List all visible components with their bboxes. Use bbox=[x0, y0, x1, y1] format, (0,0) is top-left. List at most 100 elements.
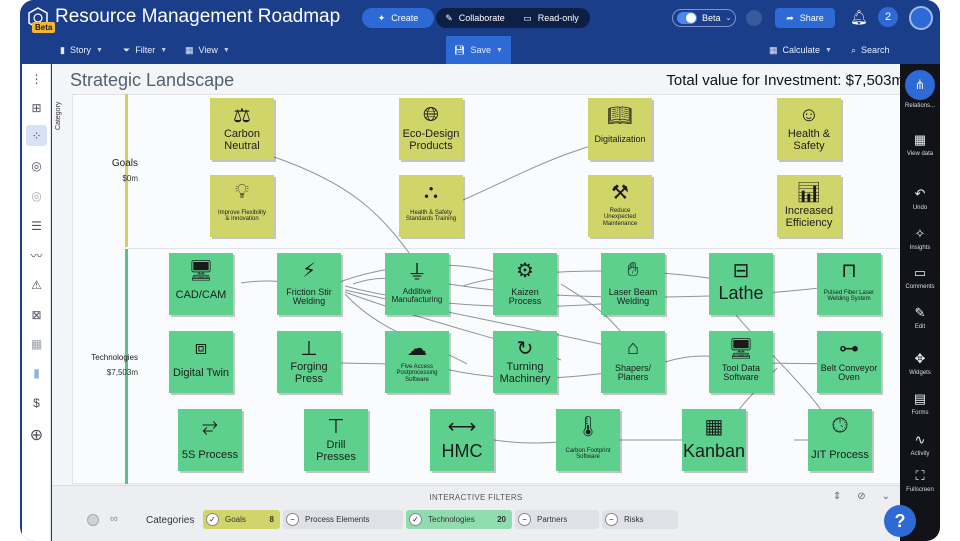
chip-label: Goals bbox=[225, 515, 246, 524]
search-button[interactable]: ⌕ Search bbox=[851, 36, 890, 64]
gantt-icon[interactable]: ☰ bbox=[31, 218, 42, 233]
card-label: Health & Safety bbox=[787, 128, 831, 152]
help-button[interactable]: ? bbox=[884, 505, 916, 537]
collaborate-button[interactable]: ✎ Collaborate bbox=[438, 8, 512, 28]
filter-chip-partners[interactable]: − Partners bbox=[515, 510, 599, 529]
fullscreen-icon: ⛶ bbox=[915, 468, 925, 483]
chip-label: Process Elements bbox=[305, 515, 370, 524]
goal-card-health-safety[interactable]: ☺ Health & Safety bbox=[777, 98, 841, 160]
share-button[interactable]: ➦ Share bbox=[775, 8, 835, 28]
technologies-lane-value: $7,503m bbox=[106, 368, 138, 377]
beta-toggle[interactable]: Beta ⌄ bbox=[672, 9, 736, 27]
collapse-icon[interactable]: ⇕ bbox=[832, 491, 842, 502]
goal-card-increased-efficiency[interactable]: 📊︎ Increased Efficiency bbox=[777, 175, 841, 237]
card-label: Forging Press bbox=[290, 361, 328, 385]
calculate-button[interactable]: ▦ Calculate ▼ bbox=[769, 36, 832, 64]
story-button[interactable]: ▮ Story ▼ bbox=[60, 36, 103, 64]
tech-card-turning-machinery[interactable]: ↻ Turning Machinery bbox=[493, 331, 557, 393]
view-button[interactable]: ▦ View ▼ bbox=[185, 36, 230, 64]
filter-chip-technologies[interactable]: ✓ Technologies 20 bbox=[406, 510, 512, 529]
insights-label: Insights bbox=[909, 245, 931, 251]
more-menu-icon[interactable]: ⋮ bbox=[30, 71, 43, 86]
filter-chip-risks[interactable]: − Risks bbox=[602, 510, 678, 529]
tech-card-hmc[interactable]: ⟷ HMC bbox=[430, 409, 494, 471]
tech-card-pulsed-fiber-laser[interactable]: ⊓ Pulsed Fiber Laser Welding System bbox=[817, 253, 881, 315]
tech-card-jit-process[interactable]: 🕓︎ JIT Process bbox=[808, 409, 872, 471]
goal-card-digitalization[interactable]: 📖︎ Digitalization bbox=[588, 98, 652, 160]
bell-icon[interactable]: 🔔︎ bbox=[850, 9, 868, 25]
avatar[interactable] bbox=[909, 6, 933, 30]
tech-card-forging-press[interactable]: ⊥ Forging Press bbox=[277, 331, 341, 393]
chip-label: Risks bbox=[624, 515, 644, 524]
kanban-board-icon: ▦ bbox=[704, 415, 724, 438]
activity-button[interactable]: ∿ Activity bbox=[900, 432, 940, 457]
relations-button[interactable]: ⋔ Relations... bbox=[900, 70, 940, 109]
total-value: Total value for Investment: $7,503m bbox=[666, 72, 904, 89]
tech-card-cad-cam[interactable]: 🖥︎ CAD/CAM bbox=[169, 253, 233, 315]
tech-card-kanban[interactable]: ▦ Kanban bbox=[682, 409, 746, 471]
fullscreen-button[interactable]: ⛶ Fullscreen bbox=[900, 468, 940, 493]
technologies-lane-label: Technologies bbox=[91, 353, 138, 362]
investment-icon[interactable]: $ bbox=[33, 395, 40, 410]
insights-button[interactable]: ✧ Insights bbox=[900, 226, 940, 251]
chip-count: 8 bbox=[269, 515, 274, 524]
goal-card-carbon-neutral[interactable]: ⚖ Carbon Neutral bbox=[210, 98, 274, 160]
goal-card-improve-flexibility[interactable]: 💡︎ Improve Flexibility & Innovation bbox=[210, 175, 274, 237]
radar-icon[interactable]: ◎ bbox=[31, 188, 42, 203]
roadmap-canvas[interactable]: Strategic Landscape Total value for Inve… bbox=[52, 64, 904, 485]
bar-chart-icon[interactable]: ▮ bbox=[33, 365, 40, 380]
create-button[interactable]: ✦ Create bbox=[362, 8, 434, 28]
target-icon[interactable]: ◎ bbox=[31, 158, 42, 173]
tech-card-tool-data-software[interactable]: 🖥︎ Tool Data Software bbox=[709, 331, 773, 393]
network-view-icon[interactable]: ⁘ bbox=[26, 125, 47, 146]
matrix-icon[interactable]: ⊠ bbox=[31, 307, 42, 322]
forms-button[interactable]: ▤ Forms bbox=[900, 391, 940, 416]
warning-icon[interactable]: ⚠ bbox=[31, 277, 42, 292]
read-only-button[interactable]: ▭ Read-only bbox=[514, 8, 588, 28]
goals-lane-value: $0m bbox=[122, 174, 138, 183]
tech-card-carbon-footprint-software[interactable]: 🌡︎ Carbon Footprint Software bbox=[556, 409, 620, 471]
widgets-label: Widgets bbox=[909, 370, 931, 376]
tech-card-friction-stir-welding[interactable]: ⚡︎ Friction Stir Welding bbox=[277, 253, 341, 315]
clear-filter-icon[interactable]: ⊘ bbox=[857, 491, 866, 502]
undo-button[interactable]: ↶ Undo bbox=[900, 186, 940, 211]
filter-chip-goals[interactable]: ✓ Goals 8 bbox=[203, 510, 280, 529]
card-label: Additive Manufacturing bbox=[391, 287, 443, 305]
tech-card-additive-manufacturing[interactable]: ⏚ Additive Manufacturing bbox=[385, 253, 449, 315]
add-element-icon[interactable]: ⊞ bbox=[31, 100, 42, 115]
trend-line-icon[interactable]: 〰 bbox=[30, 249, 43, 263]
heatmap-icon[interactable]: ▦ bbox=[30, 336, 43, 351]
calculate-label: Calculate bbox=[782, 45, 821, 55]
tech-card-laser-beam-welding[interactable]: ✋︎ Laser Beam Welding bbox=[601, 253, 665, 315]
add-icon[interactable]: ⊕ bbox=[29, 426, 44, 444]
chevron-down-icon: ▼ bbox=[825, 46, 832, 54]
tech-card-shapers-planers[interactable]: ⌂ Shapers/ Planers bbox=[601, 331, 665, 393]
comments-button[interactable]: ▭ Comments bbox=[900, 265, 940, 290]
tech-card-drill-presses[interactable]: ⊤ Drill Presses bbox=[304, 409, 368, 471]
tech-card-digital-twin[interactable]: ⧈ Digital Twin bbox=[169, 331, 233, 393]
goal-card-health-safety-training[interactable]: ⛬ Health & Safety Standards Training bbox=[399, 175, 463, 237]
notification-count[interactable]: 2 bbox=[878, 7, 898, 27]
chevron-down-icon[interactable]: ⌄ bbox=[881, 491, 890, 502]
presence-icon[interactable] bbox=[746, 10, 762, 26]
filter-chip-process-elements[interactable]: − Process Elements bbox=[283, 510, 403, 529]
widgets-button[interactable]: ✥ Widgets bbox=[900, 351, 940, 376]
tech-card-belt-conveyor-oven[interactable]: ⊶ Belt Conveyor Oven bbox=[817, 331, 881, 393]
goal-card-eco-design-products[interactable]: 🌐︎ Eco-Design Products bbox=[399, 98, 463, 160]
chip-count: 20 bbox=[497, 515, 506, 524]
link-icon[interactable]: ∞ bbox=[110, 513, 118, 525]
welding-torch-icon: ⚡︎ bbox=[301, 259, 317, 282]
undo-label: Undo bbox=[912, 205, 928, 211]
filter-mode-radio[interactable] bbox=[87, 514, 99, 526]
goal-card-reduce-maintenance[interactable]: ⚒ Reduce Unexpected Maintenance bbox=[588, 175, 652, 237]
save-button[interactable]: 💾︎ Save ▼ bbox=[446, 36, 511, 64]
tech-card-lathe[interactable]: ⊟ Lathe bbox=[709, 253, 773, 315]
tech-card-5s-process[interactable]: ⥂ 5S Process bbox=[178, 409, 242, 471]
tech-card-kaizen-process[interactable]: ⚙ Kaizen Process bbox=[493, 253, 557, 315]
clock-icon: 🕓︎ bbox=[832, 414, 848, 437]
edit-button[interactable]: ✎ Edit bbox=[900, 305, 940, 330]
toggle-switch[interactable] bbox=[677, 12, 697, 24]
tech-card-five-access-software[interactable]: ☁ Five Access Postprocessing Software bbox=[385, 331, 449, 393]
filter-button[interactable]: ⏷ Filter ▼ bbox=[123, 36, 167, 64]
view-data-button[interactable]: ▦ View data bbox=[900, 132, 940, 157]
